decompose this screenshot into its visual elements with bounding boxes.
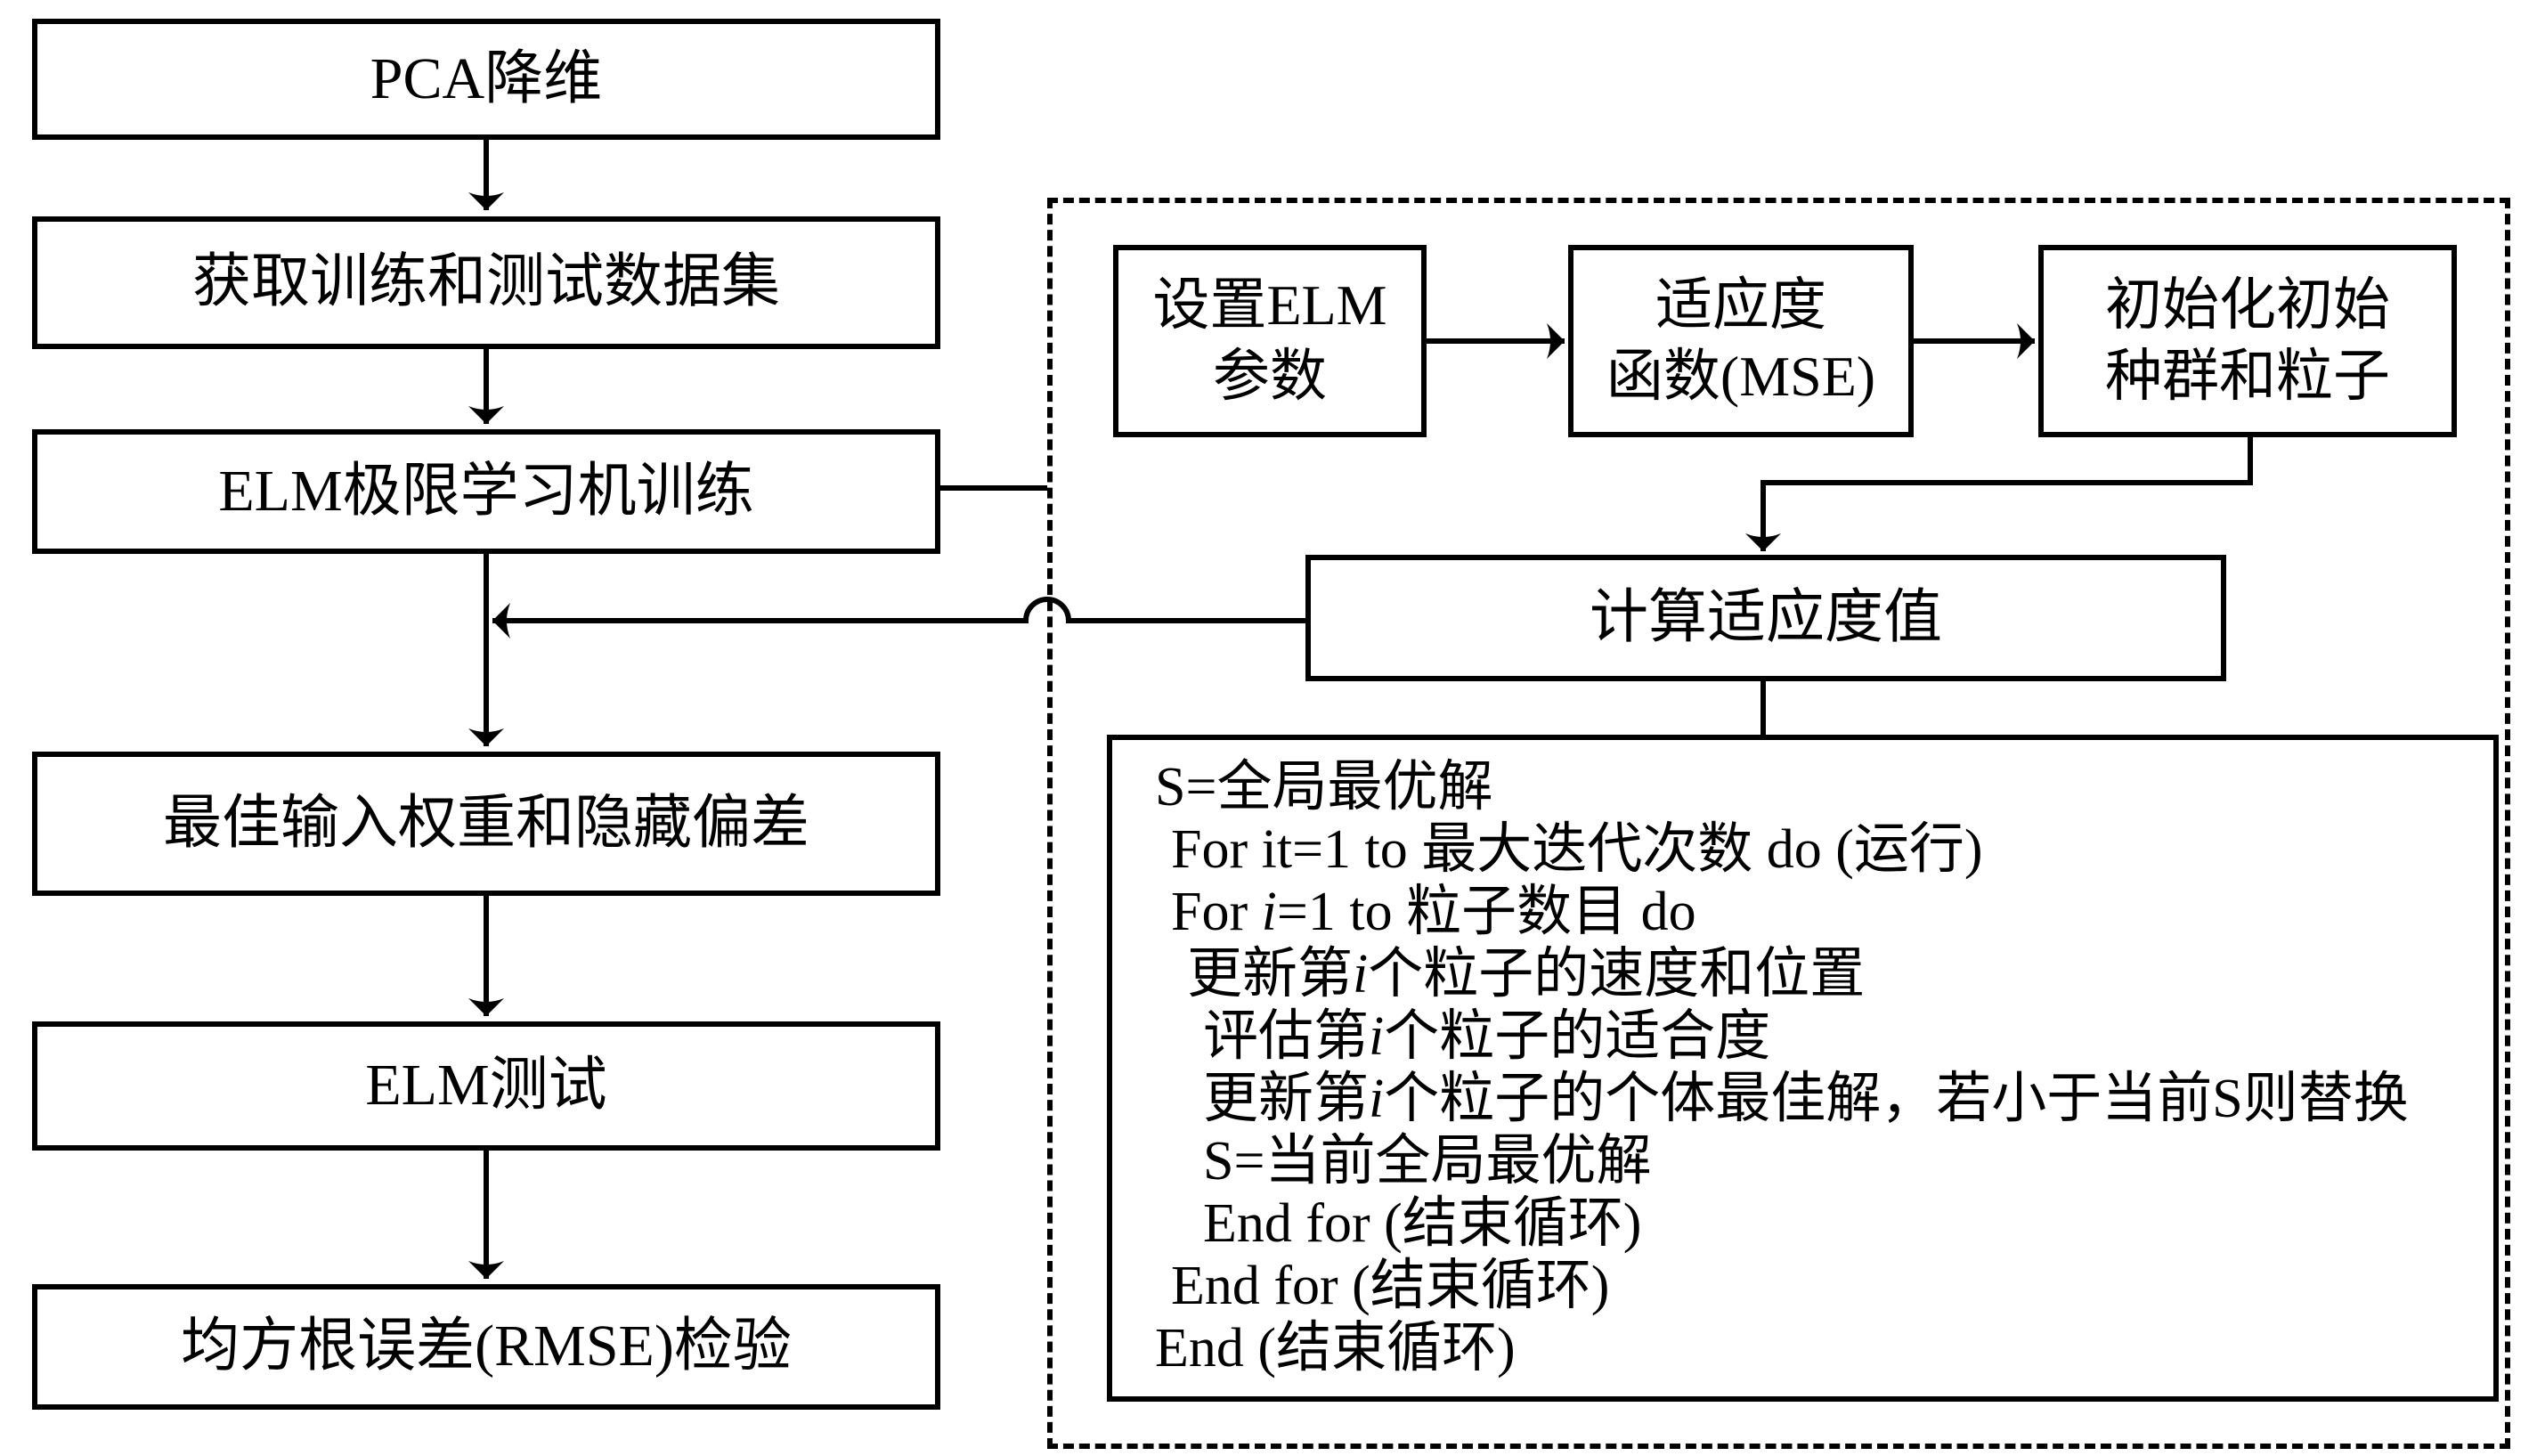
step-dataset: 获取训练和测试数据集 xyxy=(32,216,940,349)
pseudocode-text: 评估第 xyxy=(1203,1006,1370,1067)
pseudocode-line: 评估第i个粒子的适合度 xyxy=(1112,1005,2493,1068)
pseudocode-line: 更新第i个粒子的速度和位置 xyxy=(1112,943,2493,1005)
step-rmse-label: 均方根误差(RMSE)检验 xyxy=(181,1314,792,1379)
pso-fitness-function: 适应度 函数(MSE) xyxy=(1568,245,1914,437)
pso-init-line1: 初始化初始 xyxy=(2105,273,2390,337)
pseudocode-line: S=全局最优解 xyxy=(1112,756,2493,818)
pseudocode-text: =1 to 粒子数目 do xyxy=(1276,882,1696,942)
variable-i: i xyxy=(1261,882,1277,942)
pseudocode-text: S=全局最优解 xyxy=(1155,757,1493,817)
pseudocode-text: End for (结束循环) xyxy=(1203,1193,1642,1254)
step-pca: PCA降维 xyxy=(32,19,940,140)
pseudocode-text: S=当前全局最优解 xyxy=(1203,1131,1652,1192)
pseudocode-line: For i=1 to 粒子数目 do xyxy=(1112,881,2493,943)
pseudocode-text: For it=1 to 最大迭代次数 do (运行) xyxy=(1171,819,1983,880)
pso-fitness-line1: 适应度 xyxy=(1655,273,1826,337)
pseudocode-text: End for (结束循环) xyxy=(1171,1256,1610,1316)
pseudocode-text: 个粒子的个体最佳解，若小于当前S则替换 xyxy=(1384,1069,2409,1129)
pseudocode-text: 更新第 xyxy=(1187,944,1354,1005)
step-pca-label: PCA降维 xyxy=(370,45,603,111)
step-best: 最佳输入权重和隐藏偏差 xyxy=(32,752,940,896)
pso-init-line2: 种群和粒子 xyxy=(2105,345,2390,408)
pso-fitness-line2: 函数(MSE) xyxy=(1606,345,1876,408)
variable-i: i xyxy=(1369,1006,1385,1067)
pso-setup-line1: 设置ELM xyxy=(1152,273,1387,337)
step-test-label: ELM测试 xyxy=(365,1053,607,1118)
pso-optimization-group xyxy=(1047,198,2510,1449)
step-train: ELM极限学习机训练 xyxy=(32,429,940,554)
pseudocode-line: S=当前全局最优解 xyxy=(1112,1130,2493,1192)
pseudocode-line: End (结束循环) xyxy=(1112,1317,2493,1379)
step-train-label: ELM极限学习机训练 xyxy=(218,458,754,524)
pseudocode-text: 个粒子的速度和位置 xyxy=(1368,944,1866,1005)
pso-compute-label: 计算适应度值 xyxy=(1590,584,1942,650)
pseudocode-text: For xyxy=(1171,882,1262,942)
step-best-label: 最佳输入权重和隐藏偏差 xyxy=(163,790,809,856)
step-dataset-label: 获取训练和测试数据集 xyxy=(192,249,780,315)
variable-i: i xyxy=(1353,944,1369,1005)
pseudocode-text: End (结束循环) xyxy=(1155,1318,1516,1379)
pseudocode-line: For it=1 to 最大迭代次数 do (运行) xyxy=(1112,818,2493,881)
arrow-init-to-compute xyxy=(1745,436,2253,551)
pso-compute-fitness: 计算适应度值 xyxy=(1305,555,2226,681)
pso-setup-line2: 参数 xyxy=(1213,345,1327,408)
pseudocode-line: 更新第i个粒子的个体最佳解，若小于当前S则替换 xyxy=(1112,1068,2493,1130)
step-rmse: 均方根误差(RMSE)检验 xyxy=(32,1284,940,1410)
pso-init: 初始化初始 种群和粒子 xyxy=(2038,245,2457,437)
pseudocode-text: 更新第 xyxy=(1203,1069,1370,1129)
pseudocode-text: 个粒子的适合度 xyxy=(1384,1006,1771,1067)
variable-i: i xyxy=(1369,1069,1385,1129)
pso-setup: 设置ELM 参数 xyxy=(1113,245,1427,437)
step-test: ELM测试 xyxy=(32,1021,940,1151)
pseudocode-line: End for (结束循环) xyxy=(1112,1255,2493,1317)
pseudocode-line: End for (结束循环) xyxy=(1112,1192,2493,1255)
